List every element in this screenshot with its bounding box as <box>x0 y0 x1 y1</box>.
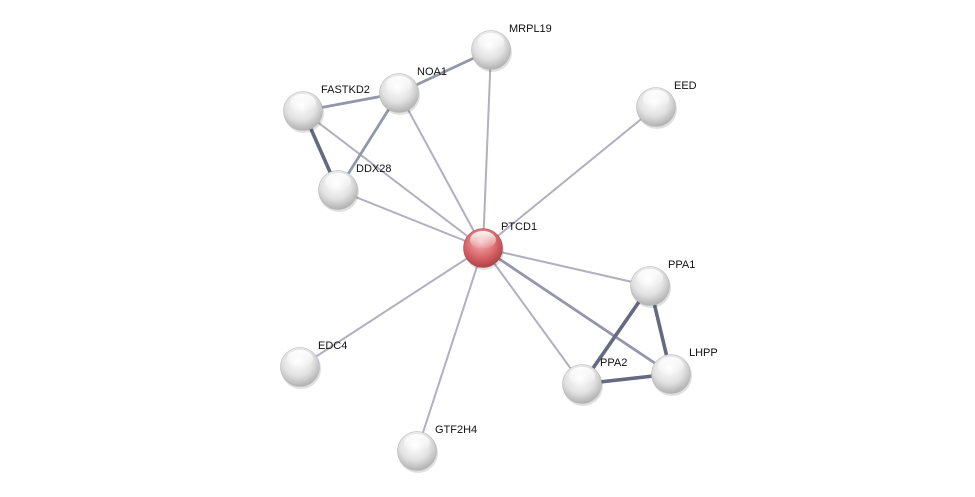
node-highlight <box>637 269 663 287</box>
node-edc4[interactable]: EDC4 <box>280 340 348 389</box>
edge-ptcd1-fastkd2[interactable] <box>302 110 484 249</box>
node-highlight <box>658 357 684 375</box>
node-highlight <box>569 367 595 385</box>
node-ptcd1[interactable]: PTCD1 <box>463 221 538 270</box>
node-highlight <box>643 90 669 108</box>
node-label: PPA2 <box>600 357 627 369</box>
edge-ppa1-ppa2[interactable] <box>580 284 652 386</box>
edge-ptcd1-ddx28[interactable] <box>337 189 484 249</box>
node-ppa2[interactable]: PPA2 <box>562 357 628 406</box>
edge-ptcd1-ppa2[interactable] <box>482 247 583 385</box>
node-mrpl19[interactable]: MRPL19 <box>471 23 552 72</box>
node-ddx28[interactable]: DDX28 <box>318 163 392 212</box>
edge-ptcd1-mrpl19[interactable] <box>482 49 492 249</box>
node-label: PPA1 <box>668 259 695 271</box>
node-label: MRPL19 <box>509 23 552 35</box>
node-label: NOA1 <box>417 66 447 78</box>
edge-ptcd1-noa1[interactable] <box>398 92 484 249</box>
node-fastkd2[interactable]: FASTKD2 <box>283 84 370 133</box>
node-eed[interactable]: EED <box>636 80 697 129</box>
node-label: FASTKD2 <box>321 84 370 96</box>
node-label: EDC4 <box>318 340 347 352</box>
node-highlight <box>325 173 351 191</box>
node-highlight <box>290 94 316 112</box>
edge-ptcd1-eed[interactable] <box>482 106 657 249</box>
node-highlight <box>470 231 496 249</box>
edge-ptcd1-ppa1[interactable] <box>482 247 651 287</box>
node-highlight <box>386 76 412 94</box>
node-label: GTF2H4 <box>435 424 477 436</box>
node-highlight <box>478 33 504 51</box>
node-label: DDX28 <box>356 163 391 175</box>
node-lhpp[interactable]: LHPP <box>651 347 718 396</box>
node-highlight <box>404 434 430 452</box>
edge-ptcd1-edc4[interactable] <box>299 247 484 368</box>
node-noa1[interactable]: NOA1 <box>379 66 447 115</box>
node-label: EED <box>674 80 697 92</box>
node-gtf2h4[interactable]: GTF2H4 <box>397 424 478 473</box>
node-highlight <box>287 350 313 368</box>
node-ppa1[interactable]: PPA1 <box>630 259 696 308</box>
node-label: PTCD1 <box>501 221 537 233</box>
edge-ptcd1-gtf2h4[interactable] <box>416 247 484 452</box>
node-label: LHPP <box>689 347 718 359</box>
edge-ptcd1-lhpp[interactable] <box>482 246 672 376</box>
